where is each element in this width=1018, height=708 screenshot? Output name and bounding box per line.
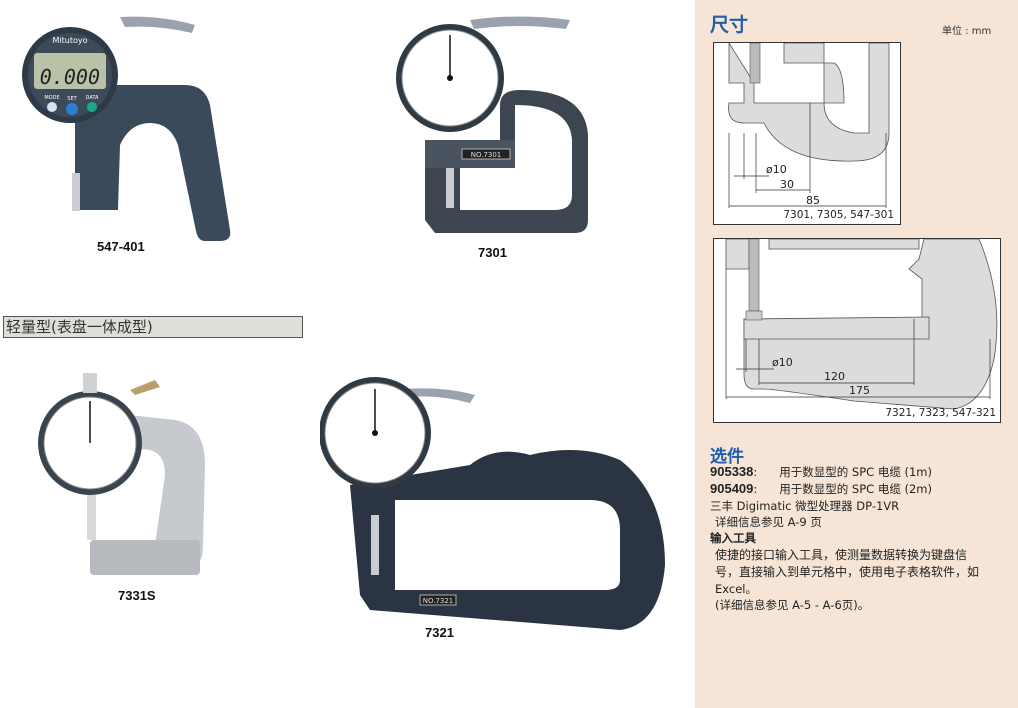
option-desc: 用于数显型的 SPC 电缆 (2m) [779,482,932,496]
input-tool-line: 使捷的接口输入工具，使测量数据转换为键盘信 [715,548,968,562]
dim-a: 120 [824,370,845,383]
set-button-label: SET [67,96,77,102]
model-plate: NO.7321 [423,597,454,605]
option-item: 905338:用于数显型的 SPC 电缆 (1m) [710,464,932,479]
dim-b: 175 [849,384,870,397]
dim-diameter: ø10 [772,356,793,369]
set-button [66,103,78,115]
section-heading: 轻量型(表盘一体成型) [3,316,303,338]
dial-thickness-gauge-7321-image: NO.7321 [320,377,665,630]
product-label-7331s: 7331S [118,588,156,603]
input-tool-line: Excel。 [715,582,757,596]
dimension-diagram-1: ø10 30 85 7301, 7305, 547-301 [713,42,901,225]
option-code: 905338 [710,464,754,479]
option-item: 905409:用于数显型的 SPC 电缆 (2m) [710,481,932,496]
input-tool-ref: (详细信息参见 A-5 - A-6页)。 [715,598,870,612]
diagram-models: 7321, 7323, 547-321 [885,407,996,419]
options-title: 选件 [710,447,744,467]
dim-b: 85 [806,194,820,207]
input-tool-line: 号，直接输入到单元格中，使用电子表格软件，如 [715,565,980,579]
product-label-547-401: 547-401 [97,239,145,254]
option-desc: 用于数显型的 SPC 电缆 (1m) [779,465,932,479]
dial-thickness-gauge-7301-image: NO.7301 [396,16,588,233]
digital-thickness-gauge-image: 0.000 Mitutoyo MODE SET DATA [22,16,231,241]
input-tool-title: 输入工具 [710,531,756,545]
data-button [87,102,97,112]
data-button-label: DATA [86,95,99,101]
unit-label: 单位 : mm [942,26,992,37]
option-code: 905409 [710,481,754,496]
dial-thickness-gauge-7331s-image [38,373,205,575]
dimensions-title: 尺寸 [710,14,749,36]
dim-a: 30 [780,178,794,191]
digital-display-value: 0.000 [40,65,100,89]
mode-button [47,102,57,112]
product-label-7321: 7321 [425,625,454,640]
processor-text: 三丰 Digimatic 微型处理器 DP-1VR [710,499,900,513]
model-plate: NO.7301 [471,151,502,159]
dimension-diagram-2: ø10 120 175 7321, 7323, 547-321 [713,238,1001,423]
dim-diameter: ø10 [766,163,787,176]
brand-logo: Mitutoyo [53,36,88,45]
diagram-models: 7301, 7305, 547-301 [783,209,894,221]
specs-panel: 尺寸 单位 : mm ø10 30 85 7301, 7305, 547-301 [695,0,1018,708]
product-label-7301: 7301 [478,245,507,260]
processor-ref: 详细信息参见 A-9 页 [715,515,822,529]
mode-button-label: MODE [44,95,59,101]
